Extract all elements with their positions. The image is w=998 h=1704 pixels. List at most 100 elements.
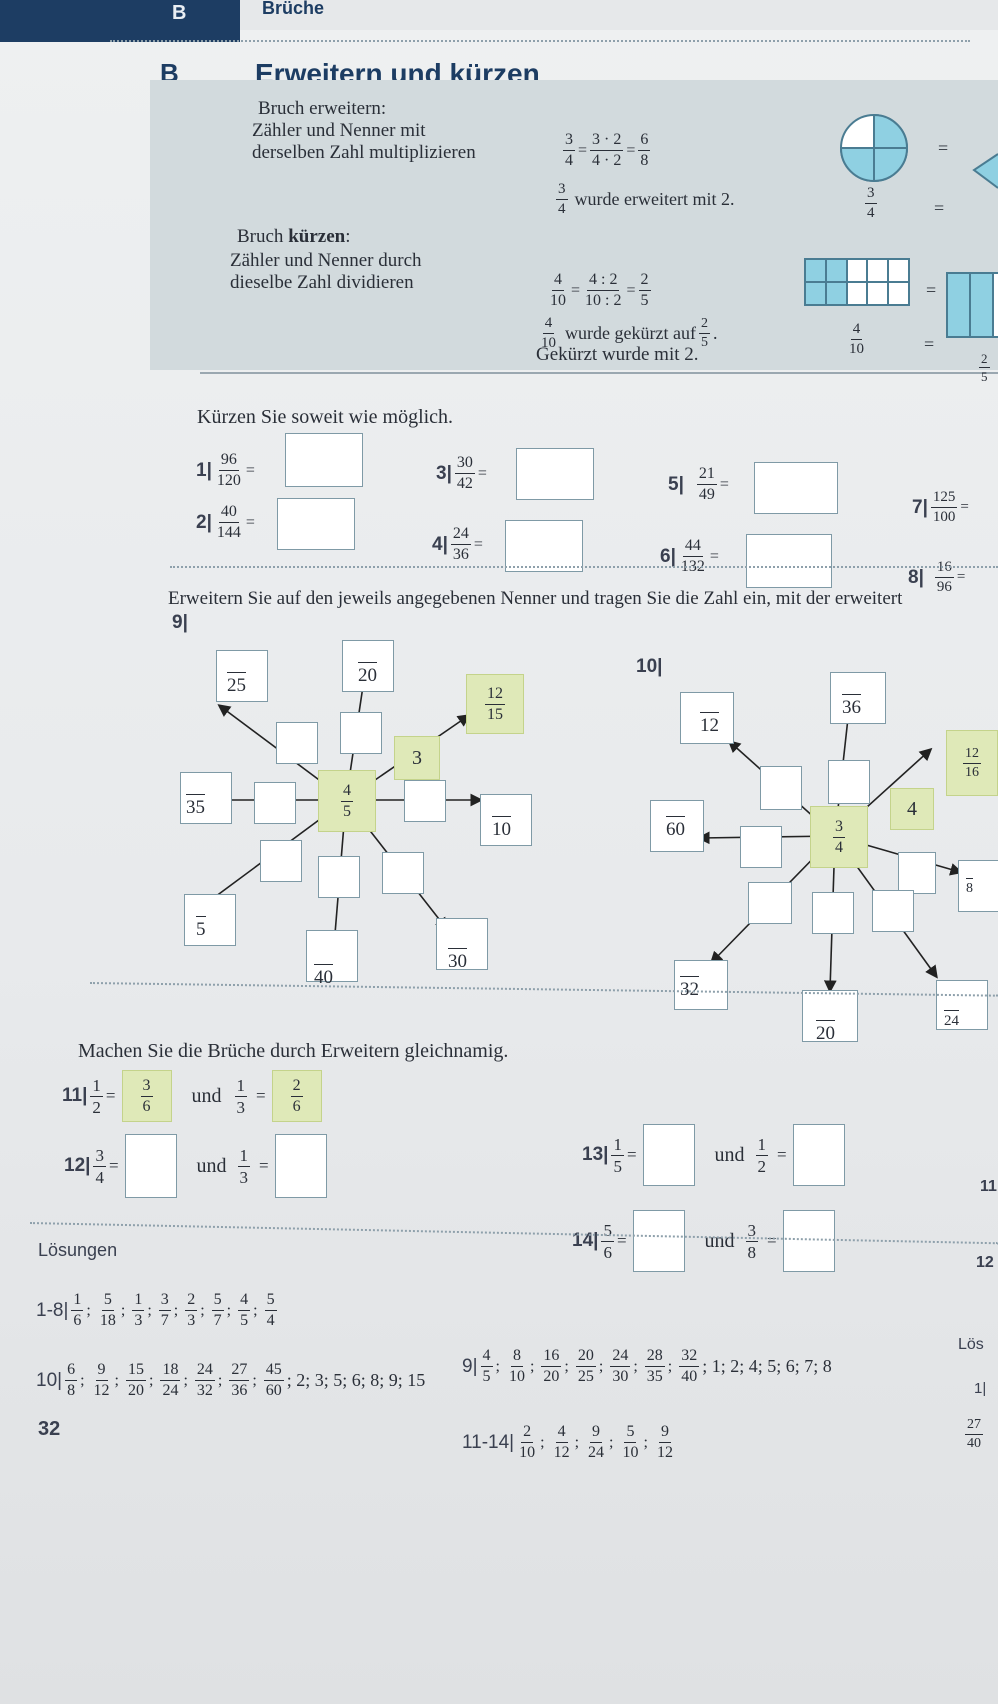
chapter-header-bar [0, 0, 240, 42]
star9-target-box[interactable] [216, 650, 268, 702]
star9-answer-box[interactable] [276, 722, 318, 764]
star9-target-box[interactable] [180, 772, 232, 824]
star10-target-box[interactable] [680, 692, 734, 744]
ex-13-answer-a[interactable] [642, 1124, 695, 1186]
circle-pie-icon [839, 113, 908, 182]
common-instruction: Machen Sie die Brüche durch Erweitern gl… [78, 1040, 509, 1062]
circle-pie-icon-partial [972, 153, 998, 189]
star10-answer-box[interactable] [748, 882, 792, 924]
star10-denominator: 60 [666, 816, 685, 841]
star9-denominator: 40 [314, 964, 333, 989]
answer-box-1[interactable] [285, 433, 363, 487]
answer-box-5[interactable] [754, 462, 838, 514]
star9-answer-box[interactable] [340, 712, 382, 754]
star10-target-box[interactable] [802, 990, 858, 1042]
star9-target-box[interactable] [184, 894, 236, 946]
star10-target-box[interactable] [830, 672, 886, 724]
reduce-note-2: Gekürzt wurde mit 2. [536, 344, 699, 365]
header-strip [240, 0, 998, 30]
star9-target-box[interactable] [436, 918, 488, 970]
star9-answer-box[interactable] [404, 780, 446, 822]
answer-box-4[interactable] [505, 520, 583, 572]
star9-denominator: 30 [448, 948, 467, 973]
star10-target-box[interactable] [650, 800, 704, 852]
star9-denominator: 10 [492, 816, 511, 841]
solutions-title: Lösungen [38, 1240, 118, 1260]
star10-answer-box[interactable] [740, 826, 782, 868]
star10-denominator: 24 [944, 1010, 959, 1030]
star10-example-factor: 4 [890, 788, 934, 830]
star10-answer-box[interactable] [898, 852, 936, 894]
page-number: 32 [38, 1418, 61, 1440]
star9-target-box[interactable] [342, 640, 394, 692]
star10-answer-box[interactable] [872, 890, 914, 932]
star9-answer-box[interactable] [382, 852, 424, 894]
reduce-text-1: Zähler und Nenner durch [230, 250, 422, 271]
ex-14-answer-a[interactable] [632, 1210, 685, 1272]
star10-denominator: 36 [842, 694, 861, 719]
star9-target-box[interactable] [480, 794, 532, 846]
answer-box-6[interactable] [746, 534, 832, 588]
reduce-text-2: dieselbe Zahl dividieren [230, 272, 414, 293]
star9-answer-box[interactable] [254, 782, 296, 824]
pic-eq-3: = [926, 280, 937, 300]
ex-14-answer-b[interactable] [782, 1210, 835, 1272]
star9-denominator: 20 [358, 662, 377, 687]
star10-answer-box[interactable] [760, 766, 802, 810]
answer-box-3[interactable] [516, 448, 594, 500]
reduce-title: Bruch kürzen: [237, 226, 351, 247]
star10-answer-box[interactable] [828, 760, 870, 804]
star9-denominator: 5 [196, 916, 206, 941]
star10-target-box[interactable] [936, 980, 988, 1030]
chapter-letter: B [172, 2, 187, 24]
star9-answer-box[interactable] [260, 840, 302, 882]
solution-factors: ; 2; 3; 5; 6; 8; 9; 15 [286, 1370, 426, 1390]
ex-13-answer-b[interactable] [792, 1124, 845, 1186]
star10-answer-box[interactable] [812, 892, 854, 934]
star9-denominator: 35 [186, 794, 205, 819]
star10-denominator: 20 [816, 1020, 835, 1045]
star9-answer-box[interactable] [318, 856, 360, 898]
solution-factors: ; 1; 2; 4; 5; 6; 7; 8 [702, 1356, 832, 1376]
expand-text-1: Zähler und Nenner mit [252, 120, 426, 141]
ex-12-answer-a[interactable] [124, 1134, 177, 1198]
reduce-instruction: Kürzen Sie soweit wie möglich. [197, 406, 454, 428]
expand-instruction: Erweitern Sie auf den jeweils angegebene… [168, 588, 903, 609]
answer-box-2[interactable] [277, 498, 355, 550]
ex-12-answer-b[interactable] [274, 1134, 327, 1198]
star9-target-box[interactable] [306, 930, 358, 982]
star10-target-box[interactable] [958, 860, 998, 912]
star10-target-box[interactable] [674, 960, 728, 1010]
